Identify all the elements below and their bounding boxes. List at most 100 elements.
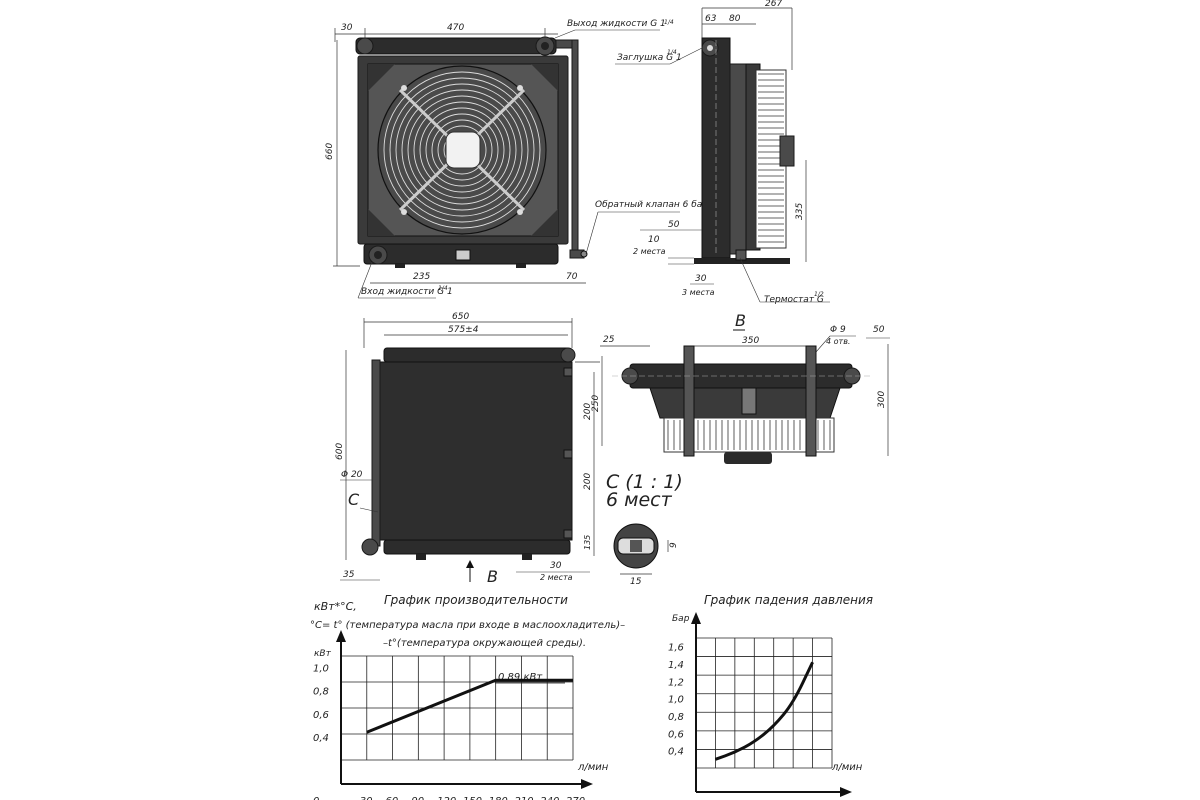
chart1-annotation: 0,89 кВт [498,672,543,683]
drawing-circle [389,77,535,223]
dim-135: 135 [583,535,592,550]
y-tick-label: 0,4 [313,733,329,744]
chart2-ylabel: Бар [672,614,690,624]
drawing-polygon [531,64,558,91]
drawing-polygon [368,64,395,91]
y-tick-label: 0,4 [668,747,684,758]
dim-80: 80 [729,14,741,24]
drawing-circle [356,37,374,55]
drawing-rect [571,39,579,253]
detail-dim-15: 15 [630,577,642,587]
dim-70: 70 [566,272,578,282]
x-tick-label: 0 [313,796,319,800]
y-tick-label: 0,8 [313,687,329,698]
drawing-rect [416,554,426,560]
units-label: кВт*°С, [314,600,357,613]
drawing-circle [541,42,549,50]
x-tick-label: 210 [514,796,533,800]
y-tick-label: 1,2 [668,677,684,688]
dim-200a: 200 [583,403,593,420]
drawing-rect [779,135,795,167]
drawing-rect [377,361,573,541]
dim-35: 35 [343,570,355,580]
dim-phi20: Φ 20 [341,470,363,480]
drawing-line [554,29,576,39]
arrow-b-label: B [487,567,498,586]
front-view: 30 470 660 235 70 [325,19,708,299]
y-tick-label: 1,4 [668,660,684,671]
dim-470: 470 [447,23,464,33]
drawing-rect [741,387,757,415]
drawing-polygon [368,209,395,236]
y-axis-arrow [336,630,346,642]
drawing-circle [361,538,379,556]
x-tick-label: 30 [360,796,373,800]
dim-30-side: 30 [695,274,707,284]
thermostat-frac: 1/2 [814,291,824,298]
drawing-polygon [466,560,474,568]
detail-subtitle: 6 мест [606,489,673,511]
chart1-ylabel: кВт [314,649,332,659]
drawing-circle [517,85,523,91]
drawing-circle [383,71,541,229]
top-view: B 350 25 250 300 50 Φ 9 4 отв. [591,311,890,464]
x-tick-label: 180 [489,796,508,800]
x-tick-label: 270 [566,796,585,800]
dim-235: 235 [413,272,430,282]
drawing-rect [445,131,481,169]
dim-10-sub: 2 места [633,247,666,256]
detail-dim-9: 9 [669,542,679,548]
drawing-circle [413,101,511,199]
x-axis-arrow [581,779,593,789]
dim-30-rear: 30 [550,561,562,571]
drawing-circle [395,83,529,217]
drawing-rect [735,249,747,261]
drawing-circle [437,125,487,175]
x-tick-label: 240 [540,796,559,800]
drawing-rect [383,347,571,363]
dim-30-rear-sub: 2 места [540,573,573,582]
y-tick-label: 1,0 [313,664,329,675]
pressure-chart: График падения давления Бар л/мин 030609… [668,593,873,797]
drawing-circle [419,107,505,193]
drawing-circle [407,95,517,205]
callout-c: C [348,490,360,509]
drawing-rect [371,359,381,547]
dim-267: 267 [765,0,782,9]
check-valve-label: Обратный клапан 6 бар [595,200,708,210]
dim-350: 350 [742,336,759,346]
y-tick-label: 0,6 [313,710,329,721]
detail-title: C (1 : 1) [606,471,683,493]
drawing-line [357,261,373,299]
x-tick-label: 60 [386,796,399,800]
dim-660: 660 [325,143,335,160]
drawing-line [669,47,703,65]
dim-600: 600 [335,443,345,460]
performance-chart: График производительности кВт*°С, °С= t°… [310,593,625,800]
chart2-xlabel: л/мин [831,762,863,773]
dim-25: 25 [603,335,615,345]
drawing-rect [522,554,532,560]
dim-300: 300 [877,391,887,408]
dim-200b: 200 [583,473,593,490]
series-line [714,661,814,761]
y-tick-label: 0,8 [668,712,684,723]
x-tick-label: 150 [463,796,482,800]
drawing-rect [563,529,573,539]
drawing-polygon [531,209,558,236]
drawing-rect [516,264,526,268]
y-tick-label: 1,0 [668,695,684,706]
drawing-rect [383,539,571,555]
outlet-frac: 1/4 [664,19,674,26]
inlet-label: Вход жидкости G 1 [361,287,453,297]
view-b-title: B [735,311,746,330]
drawing-line [815,335,831,353]
chart2-title: График падения давления [704,593,873,607]
drawing-rect [630,540,642,552]
x-tick-label: 90 [411,796,424,800]
y-axis-arrow [691,612,701,624]
dim-250: 250 [591,395,601,412]
dim-30: 30 [341,23,353,33]
plug-frac: 1/4 [667,49,677,56]
